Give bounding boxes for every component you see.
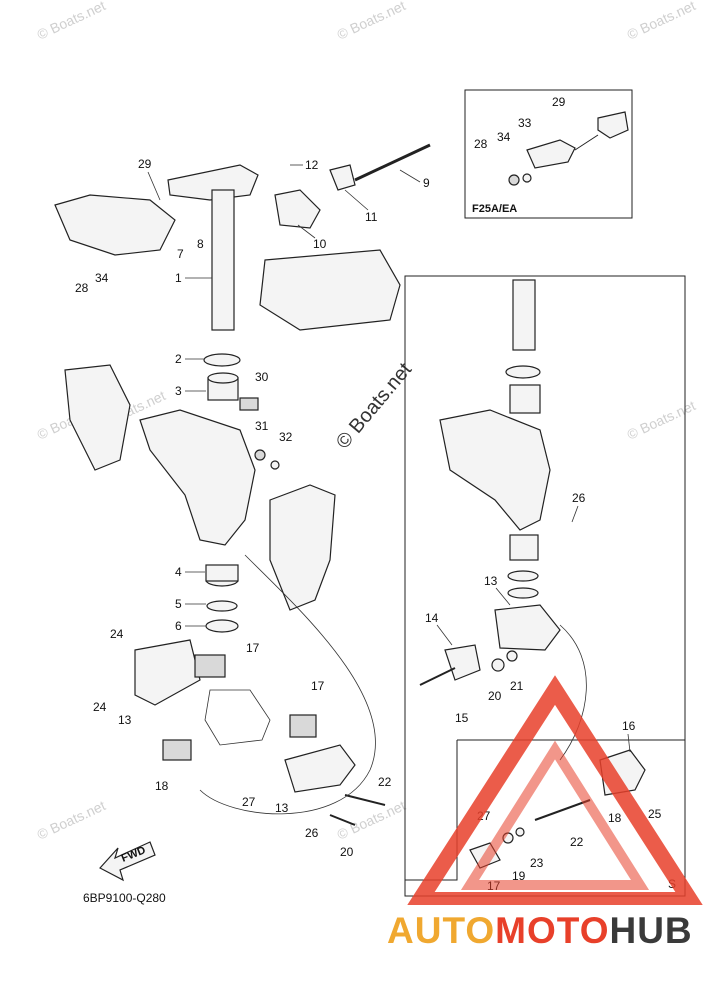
watermark: © Boats.net — [625, 397, 698, 443]
callout: 18 — [155, 779, 169, 793]
callout: 34 — [95, 271, 109, 285]
callout: 5 — [175, 597, 182, 611]
callout: 2 — [175, 352, 182, 366]
callout: 14 — [425, 611, 439, 625]
center-watermark: © Boats.net — [332, 358, 416, 453]
callout: 28 — [75, 281, 89, 295]
left-bracket — [54, 194, 176, 256]
callout: 7 — [177, 247, 184, 261]
callout: 22 — [570, 835, 584, 849]
callout: 23 — [530, 856, 544, 870]
callout: 13 — [484, 574, 498, 588]
callout: 20 — [488, 689, 502, 703]
swivel-bracket — [139, 409, 256, 546]
lower-cover — [259, 249, 401, 331]
brand-part-3: HUB — [609, 910, 692, 951]
automotohub-logo: AUTOMOTOHUB — [385, 675, 710, 951]
callout: 12 — [305, 158, 319, 172]
fwd-arrow: FWD — [99, 841, 156, 882]
callout: 22 — [378, 775, 392, 789]
callout: 6 — [175, 619, 182, 633]
callout: 13 — [275, 801, 289, 815]
inset-label: F25A/EA — [472, 203, 517, 215]
inset-bracket — [526, 139, 576, 169]
callout: 8 — [197, 237, 204, 251]
watermark: © Boats.net — [335, 797, 408, 843]
callout: 29 — [138, 157, 152, 171]
callout: 19 — [512, 869, 526, 883]
tilt-arm — [269, 484, 336, 611]
lower-mount-left — [134, 639, 201, 706]
callout: 18 — [608, 811, 622, 825]
callout: 31 — [255, 419, 269, 433]
callout: 17 — [311, 679, 325, 693]
callout: 13 — [118, 713, 132, 727]
clamp-bracket — [64, 364, 131, 471]
callout: 1 — [175, 271, 182, 285]
lower-mount-s — [494, 604, 561, 651]
callout: 11 — [365, 210, 378, 224]
watermark: © Boats.net — [335, 0, 408, 43]
steering-bracket-top — [167, 164, 259, 201]
callout: 32 — [279, 430, 293, 444]
inset-clamp — [597, 111, 629, 139]
callout: 15 — [455, 711, 469, 725]
callout: 25 — [648, 807, 662, 821]
callout: 26 — [305, 826, 319, 840]
callout: 24 — [93, 700, 107, 714]
brand-part-2: MOTO — [495, 910, 609, 951]
mount-cover — [274, 189, 321, 229]
steering-shaft — [211, 189, 235, 331]
callout: 21 — [510, 679, 524, 693]
part-code: 6BP9100-Q280 — [83, 891, 166, 905]
swivel-bracket-s — [439, 409, 551, 531]
callout: 27 — [242, 795, 256, 809]
callout: 26 — [572, 491, 586, 505]
callout: 34 — [497, 130, 511, 144]
callout: 28 — [474, 137, 488, 151]
callout: 3 — [175, 384, 182, 398]
brand-part-1: AUTO — [387, 910, 495, 951]
callout: 17 — [246, 641, 260, 655]
callout: 9 — [423, 176, 430, 190]
callout: 24 — [110, 627, 124, 641]
watermark: © Boats.net — [35, 797, 108, 843]
bolt-9 — [354, 143, 431, 182]
lower-mount-right — [284, 744, 356, 793]
callout: 10 — [313, 237, 327, 251]
callout: 33 — [518, 116, 532, 130]
callout: 16 — [622, 719, 636, 733]
watermark: © Boats.net — [625, 0, 698, 43]
callout: 4 — [175, 565, 182, 579]
watermark: © Boats.net — [35, 0, 108, 43]
callout: 20 — [340, 845, 354, 859]
callout-labels: 29 7 8 28 34 1 12 9 11 10 2 3 30 31 32 4… — [75, 95, 662, 893]
variant-frame — [404, 275, 686, 897]
svg-text:AUTOMOTOHUB: AUTOMOTOHUB — [387, 910, 693, 951]
inset-box — [464, 89, 633, 219]
callout: 29 — [552, 95, 566, 109]
callout: 30 — [255, 370, 269, 384]
